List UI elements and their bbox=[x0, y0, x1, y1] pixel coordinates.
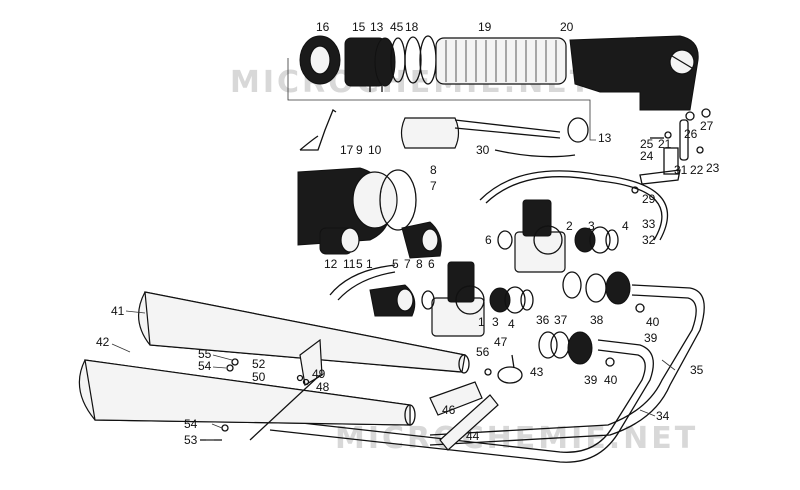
callout-label: 46 bbox=[442, 403, 456, 417]
callout-label: 34 bbox=[656, 409, 670, 423]
callout-label: 31 bbox=[674, 163, 688, 177]
callout-label: 3 bbox=[588, 219, 595, 233]
callout-label: 5 bbox=[392, 257, 399, 271]
callout-label: 27 bbox=[700, 119, 714, 133]
callout-label: 39 bbox=[584, 373, 598, 387]
callout-label: 36 bbox=[536, 313, 550, 327]
callout-label: 53 bbox=[184, 433, 198, 447]
intake-tube-assembly bbox=[299, 109, 589, 151]
callout-label: 7 bbox=[404, 257, 411, 271]
exhaust-headers bbox=[269, 284, 705, 463]
callout-label: 38 bbox=[590, 313, 604, 327]
carburetor-upper bbox=[497, 199, 619, 273]
callout-label: 30 bbox=[476, 143, 490, 157]
callout-label: 52 bbox=[252, 357, 266, 371]
callout-label: 17 bbox=[340, 143, 354, 157]
callout-label: 35 bbox=[690, 363, 704, 377]
callout-label: 29 bbox=[642, 192, 656, 206]
carburetor-lower bbox=[329, 221, 534, 337]
callout-label: 54 bbox=[184, 417, 198, 431]
callout-label: 11 bbox=[343, 257, 356, 271]
callout-label: 9 bbox=[356, 143, 363, 157]
callout-label: 5 bbox=[356, 257, 363, 271]
callout-label: 19 bbox=[478, 20, 492, 34]
callout-label: 16 bbox=[316, 20, 330, 34]
callout-label: 1 bbox=[478, 315, 485, 329]
callout-label: 13 bbox=[598, 131, 612, 145]
callout-label: 13 bbox=[370, 20, 384, 34]
callout-label: 43 bbox=[530, 365, 544, 379]
callout-label: 26 bbox=[684, 127, 698, 141]
callout-label: 33 bbox=[642, 217, 656, 231]
callout-label: 6 bbox=[485, 233, 492, 247]
callout-label: 7 bbox=[430, 179, 437, 193]
callout-label: 10 bbox=[368, 143, 382, 157]
callout-label: 20 bbox=[560, 20, 574, 34]
callout-label: 54 bbox=[198, 359, 212, 373]
callout-label: 1 bbox=[366, 257, 373, 271]
callout-label: 39 bbox=[644, 331, 658, 345]
callout-label: 49 bbox=[312, 367, 326, 381]
watermark-bottom: MICROCHEMIE.NET bbox=[335, 421, 698, 456]
fuel-tap-parts bbox=[479, 108, 711, 241]
callout-label: 32 bbox=[642, 233, 656, 247]
callout-label: 22 bbox=[690, 163, 704, 177]
air-filter-assembly bbox=[287, 35, 699, 141]
exhaust-fittings bbox=[538, 271, 645, 367]
callout-label: 8 bbox=[416, 257, 423, 271]
callout-label: 40 bbox=[604, 373, 618, 387]
callout-label: 50 bbox=[252, 370, 266, 384]
callout-label: 4 bbox=[622, 219, 629, 233]
callout-label: 6 bbox=[428, 257, 435, 271]
callout-label: 8 bbox=[430, 163, 437, 177]
callout-label: 47 bbox=[494, 335, 508, 349]
callout-label: 21 bbox=[658, 137, 672, 151]
callout-label: 45 bbox=[390, 20, 404, 34]
airbox bbox=[297, 167, 417, 255]
leader-lines bbox=[111, 310, 676, 441]
callout-label: 4 bbox=[508, 317, 515, 331]
callout-labels: 16 15 13 45 18 19 20 13 17 9 10 30 8 7 2… bbox=[96, 20, 720, 447]
callout-label: 42 bbox=[96, 335, 110, 349]
callout-label: 37 bbox=[554, 313, 568, 327]
callout-label: 24 bbox=[640, 149, 654, 163]
callout-label: 18 bbox=[405, 20, 419, 34]
callout-label: 55 bbox=[198, 347, 212, 361]
callout-label: 23 bbox=[706, 161, 720, 175]
callout-label: 25 bbox=[640, 137, 654, 151]
callout-label: 56 bbox=[476, 345, 490, 359]
callout-label: 12 bbox=[324, 257, 338, 271]
callout-label: 41 bbox=[111, 304, 125, 318]
callout-label: 15 bbox=[352, 20, 366, 34]
callout-label: 3 bbox=[492, 315, 499, 329]
callout-label: 2 bbox=[566, 219, 573, 233]
callout-label: 44 bbox=[466, 429, 480, 443]
callout-label: 40 bbox=[646, 315, 660, 329]
callout-label: 48 bbox=[316, 380, 330, 394]
mufflers bbox=[78, 291, 523, 451]
